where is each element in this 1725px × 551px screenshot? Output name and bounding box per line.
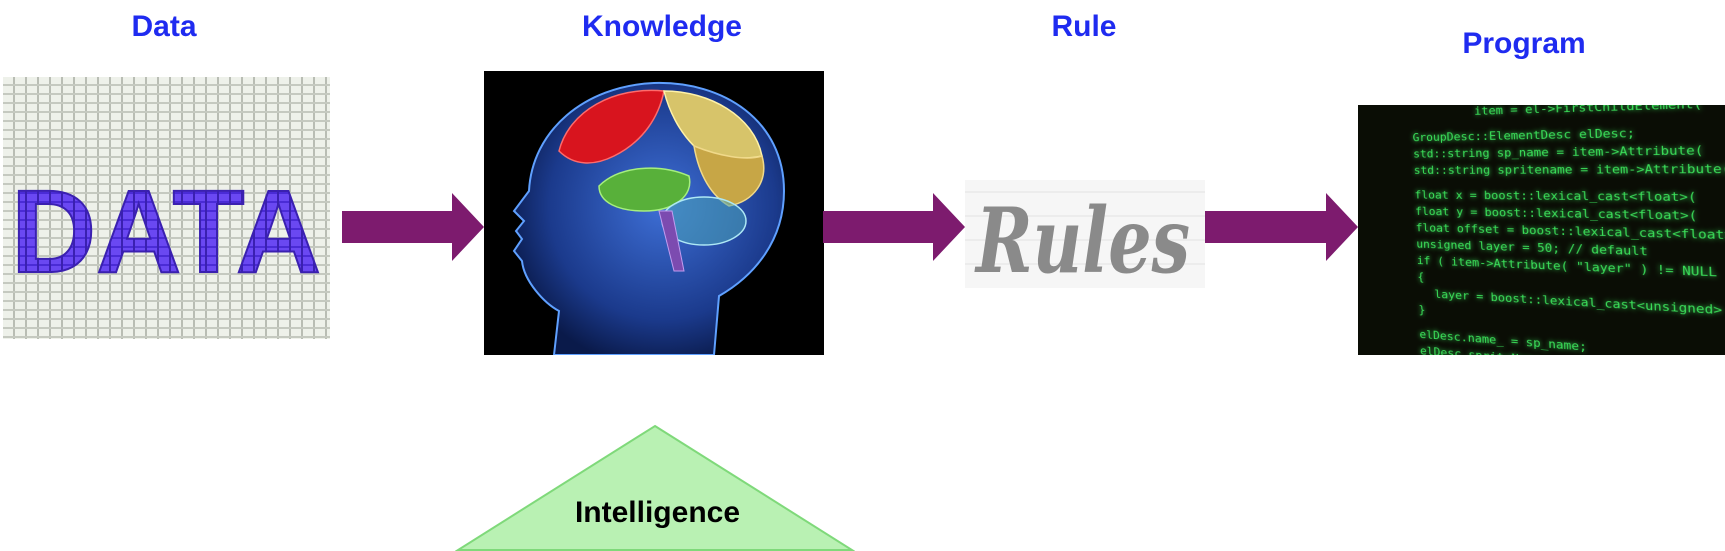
stage-title-rule: Rule — [1051, 10, 1117, 43]
rule-image-text: Rules — [974, 188, 1190, 288]
knowledge-image — [484, 71, 824, 355]
data-image: DATA — [3, 77, 330, 339]
code-line: std::string spritename = item->Attribute… — [1413, 161, 1725, 177]
rule-image: Rules — [965, 180, 1205, 288]
intelligence-triangle — [455, 424, 855, 551]
brainstem-icon — [658, 210, 685, 272]
temporal-lobe-icon — [598, 167, 691, 212]
arrow-data-to-knowledge — [342, 193, 484, 261]
code-line: item = el->FirstChildElement( — [1473, 105, 1703, 119]
intelligence-label: Intelligence — [574, 496, 741, 529]
stage-title-knowledge: Knowledge — [581, 10, 742, 43]
data-image-letters: DATA — [11, 166, 321, 298]
stage-title-program: Program — [1462, 27, 1586, 60]
stage-title-data: Data — [131, 10, 197, 43]
frontal-lobe-icon — [558, 89, 665, 164]
program-image: item = el->FirstChildElement(GroupDesc::… — [1358, 105, 1725, 355]
arrow-knowledge-to-rule — [823, 193, 965, 261]
arrow-rule-to-program — [1205, 193, 1358, 261]
code-listing: item = el->FirstChildElement(GroupDesc::… — [1372, 105, 1725, 355]
occipital-lobe-icon — [693, 144, 765, 207]
